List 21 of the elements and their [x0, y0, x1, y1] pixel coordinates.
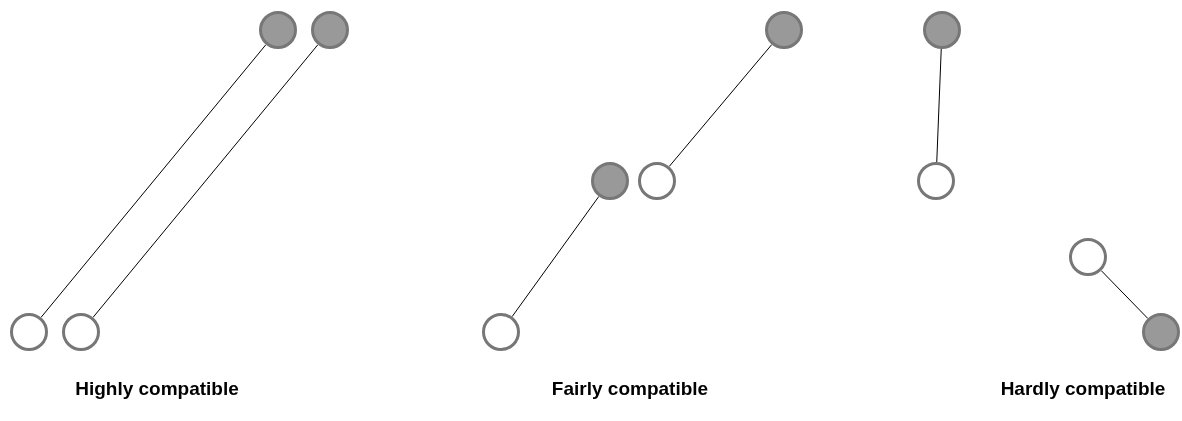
hollow-circle: [637, 161, 677, 201]
connector-line: [92, 44, 319, 318]
filled-circle: [922, 10, 962, 50]
connector-line: [40, 44, 267, 318]
filled-circle: [590, 161, 630, 201]
connector-line: [1100, 270, 1149, 319]
hollow-circle: [61, 312, 101, 352]
hollow-circle: [481, 312, 521, 352]
connector-line: [936, 48, 942, 163]
hollow-circle: [1068, 237, 1108, 277]
hollow-circle: [916, 161, 956, 201]
filled-circle: [310, 10, 350, 50]
filled-circle: [1141, 312, 1181, 352]
connector-line: [668, 44, 773, 167]
connector-line: [511, 195, 600, 318]
panel-caption: Fairly compatible: [551, 378, 709, 400]
filled-circle: [258, 10, 298, 50]
hollow-circle: [9, 312, 49, 352]
panel-caption: Highly compatible: [75, 378, 239, 400]
panel-caption: Hardly compatible: [1000, 378, 1166, 400]
filled-circle: [764, 10, 804, 50]
